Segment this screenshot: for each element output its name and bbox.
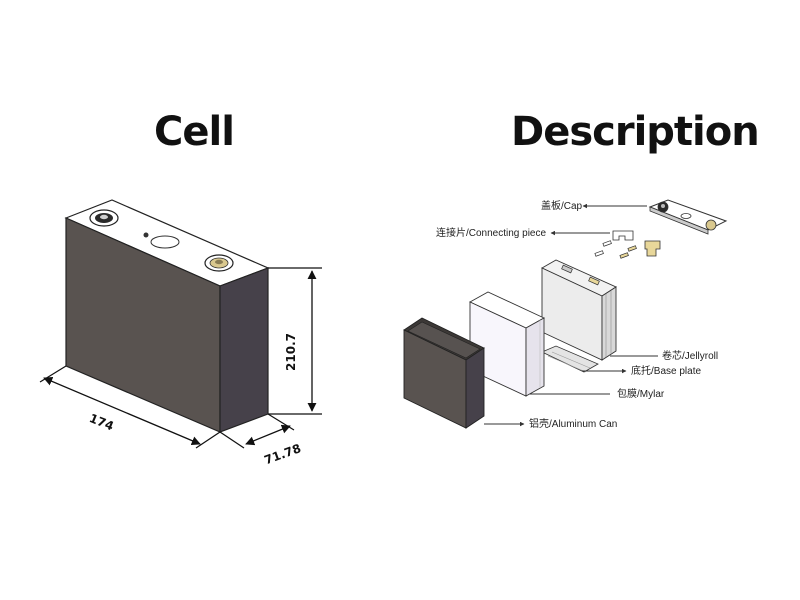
- base-plate-part: [541, 345, 599, 373]
- thickness-label: 71.78: [262, 441, 302, 467]
- cell-title: Cell: [154, 109, 235, 155]
- connecting-piece-label: 连接片/Connecting piece: [436, 226, 546, 239]
- aluminum-can-part: [403, 317, 485, 429]
- connecting-piece-part: [594, 230, 661, 259]
- cap-part: [648, 199, 728, 235]
- battery-cell: [64, 199, 270, 433]
- fill-hole: [143, 232, 149, 238]
- vent: [150, 235, 180, 249]
- cell-side-face: [219, 267, 269, 433]
- height-label: 210.7: [284, 333, 298, 371]
- aluminum-can-label: 铝壳/Aluminum Can: [529, 417, 617, 430]
- mylar-label: 包膜/Mylar: [617, 387, 665, 400]
- negative-terminal: [89, 209, 119, 227]
- jellyroll-part: [541, 259, 617, 361]
- height-dimension: 210.7: [268, 267, 322, 415]
- cap-label: 盖板/Cap: [541, 199, 583, 212]
- positive-terminal: [204, 254, 234, 272]
- length-label: 174: [87, 411, 115, 433]
- jellyroll-label: 卷芯/Jellyroll: [662, 349, 718, 362]
- base-plate-label: 底托/Base plate: [631, 364, 701, 377]
- description-title: Description: [511, 109, 760, 155]
